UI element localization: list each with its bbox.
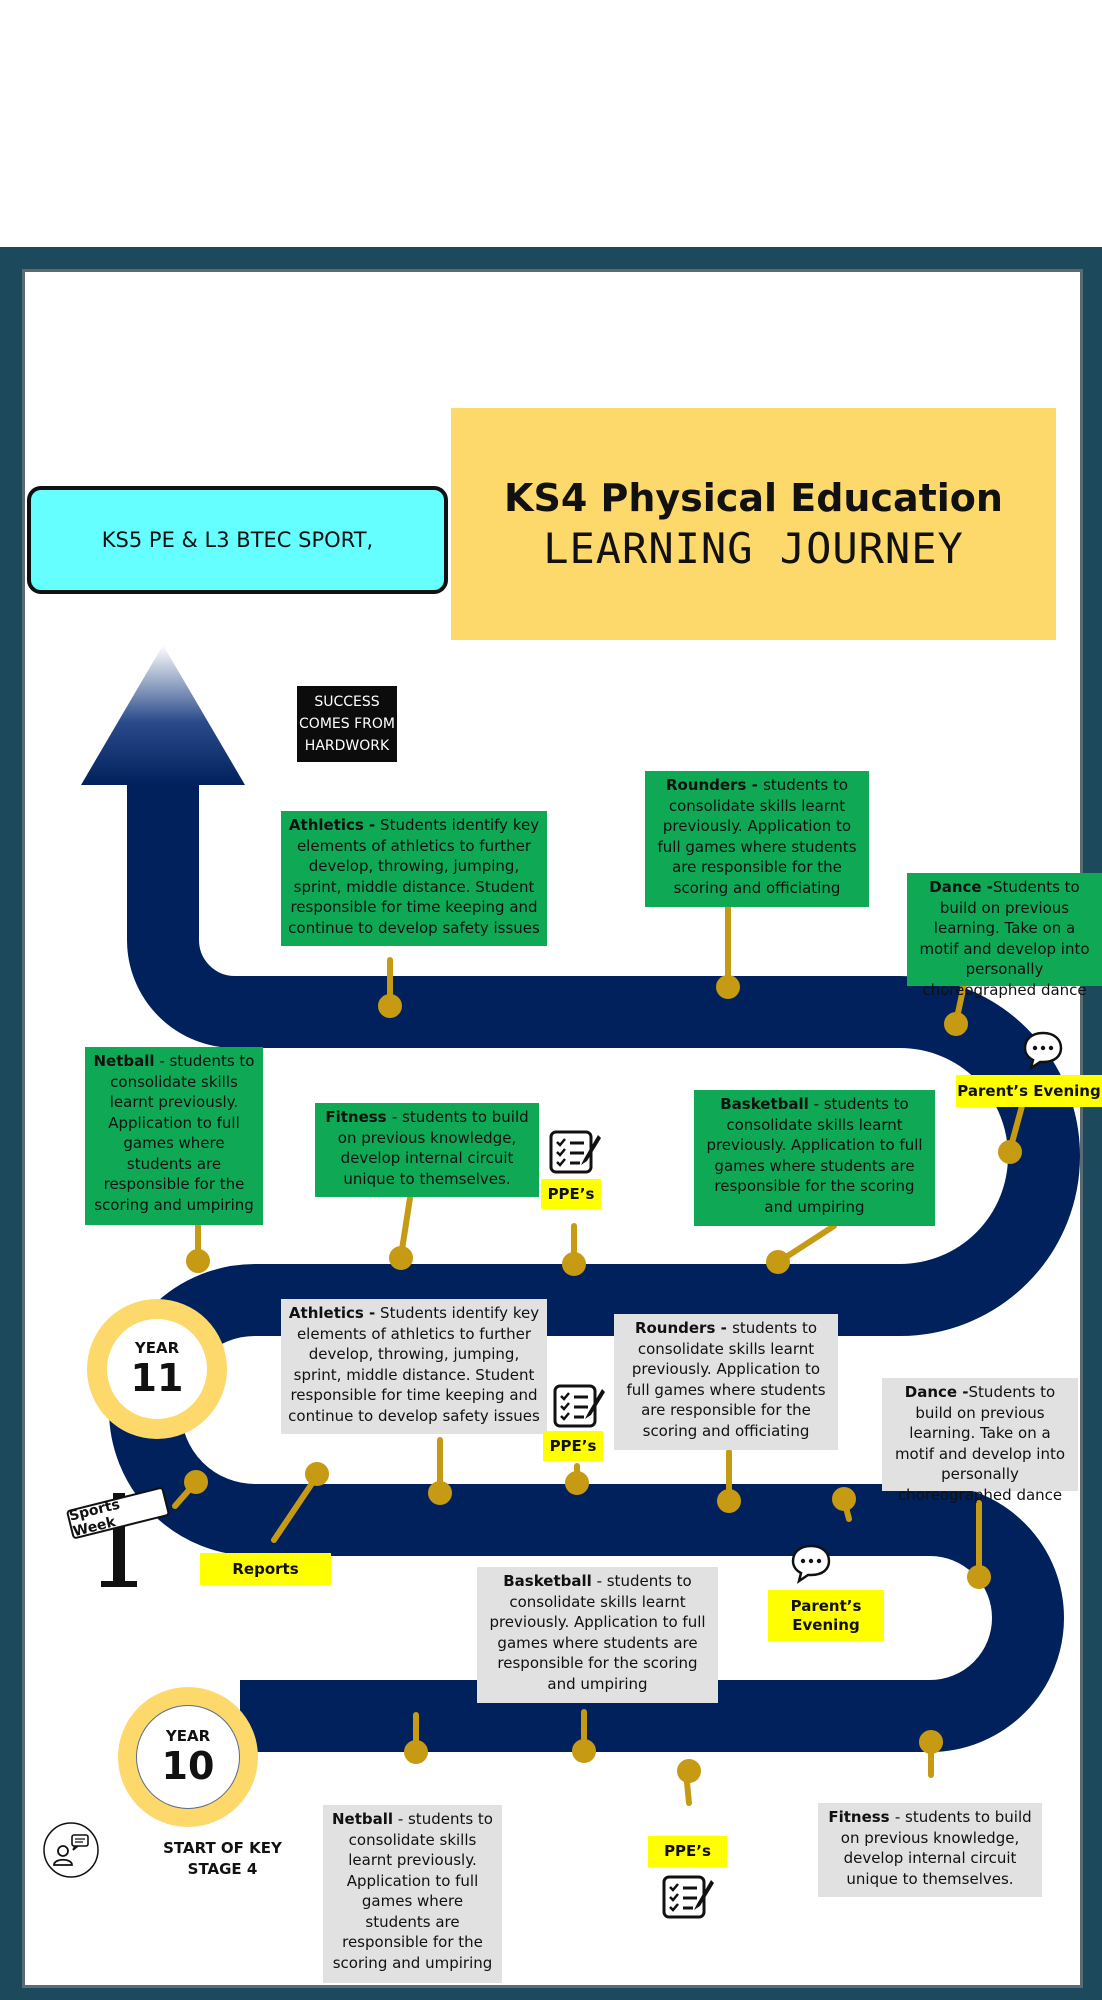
speech-bubble-icon xyxy=(1023,1031,1063,1071)
topic-title: Athletics - xyxy=(288,1304,376,1322)
page-title: KS4 Physical Education xyxy=(504,475,1003,520)
y10-netball-box: Netball - students to consolidate skills… xyxy=(323,1805,502,1983)
year11-core: YEAR 11 xyxy=(107,1319,207,1419)
person-speech-icon xyxy=(43,1822,99,1878)
topic-title: Fitness xyxy=(828,1808,895,1826)
topic-text: - students to build on previous knowledg… xyxy=(337,1108,529,1188)
title-box: KS4 Physical Education LEARNING JOURNEY xyxy=(451,408,1056,640)
topic-text: - students to consolidate skills learnt … xyxy=(332,1810,493,1972)
checklist-icon xyxy=(662,1875,714,1919)
topic-text: students to consolidate skills learnt pr… xyxy=(626,1319,826,1440)
topic-text: - students to build on previous knowledg… xyxy=(840,1808,1032,1888)
y10-dance-box: Dance -Students to build on previous lea… xyxy=(882,1378,1078,1504)
year10-core: YEAR 10 xyxy=(136,1705,240,1809)
start-label: START OF KEY STAGE 4 xyxy=(163,1839,282,1878)
road-pins xyxy=(172,902,1025,1806)
y11-basketball-box: Basketball - students to consolidate ski… xyxy=(694,1090,935,1226)
topic-text: Students identify key elements of athlet… xyxy=(288,1304,540,1425)
y10-athletics-box: Athletics - Students identify key elemen… xyxy=(281,1299,547,1434)
year11-label: YEAR xyxy=(134,1339,180,1357)
checklist-icon xyxy=(549,1130,601,1174)
motto-sign: SUCCESS COMES FROM HARDWORK xyxy=(297,686,397,762)
arrow-head xyxy=(81,645,245,785)
topic-title: Fitness xyxy=(325,1108,392,1126)
y11-netball-box: Netball - students to consolidate skills… xyxy=(85,1047,263,1225)
y11-dance-box: Dance -Students to build on previous lea… xyxy=(907,873,1102,999)
parents-evening-y11-tag: Parent’s Evening xyxy=(956,1075,1102,1107)
topic-title: Rounders - xyxy=(665,776,764,794)
topic-text: Students to build on previous learning. … xyxy=(894,1383,1066,1504)
y11-rounders-box: Rounders - students to consolidate skill… xyxy=(645,771,869,907)
ppes-y11-tag: PPE’s xyxy=(541,1179,601,1209)
y10-fitness-box: Fitness - students to build on previous … xyxy=(818,1803,1042,1897)
y10-basketball-box: Basketball - students to consolidate ski… xyxy=(477,1567,718,1703)
topic-text: - students to consolidate skills learnt … xyxy=(94,1052,255,1214)
y11-fitness-box: Fitness - students to build on previous … xyxy=(315,1103,539,1197)
year11-badge: YEAR 11 xyxy=(87,1299,227,1439)
topic-title: Athletics - xyxy=(288,816,376,834)
year11-number: 11 xyxy=(130,1356,184,1400)
year10-number: 10 xyxy=(161,1744,215,1788)
topic-title: Dance - xyxy=(929,878,994,896)
ppes-y10-tag: PPE’s xyxy=(648,1836,727,1867)
destination-box: KS5 PE & L3 BTEC SPORT, xyxy=(27,486,448,594)
topic-title: Basketball xyxy=(503,1572,592,1590)
topic-title: Netball xyxy=(332,1810,394,1828)
year10-label: YEAR xyxy=(165,1727,211,1745)
topic-text: - students to consolidate skills learnt … xyxy=(489,1572,706,1693)
topic-text: Students to build on previous learning. … xyxy=(919,878,1090,999)
topic-text: students to consolidate skills learnt pr… xyxy=(657,776,857,897)
speech-bubble-icon xyxy=(791,1544,831,1584)
topic-title: Dance - xyxy=(904,1383,969,1401)
topic-text: Students identify key elements of athlet… xyxy=(288,816,540,937)
y11-athletics-box: Athletics - Students identify key elemen… xyxy=(281,811,547,946)
y10-rounders-box: Rounders - students to consolidate skill… xyxy=(614,1314,838,1450)
ppes-mid-tag: PPE’s xyxy=(543,1431,603,1461)
page-subtitle: LEARNING JOURNEY xyxy=(543,523,964,573)
topic-title: Basketball xyxy=(720,1095,809,1113)
topic-title: Rounders - xyxy=(634,1319,733,1337)
topic-text: - students to consolidate skills learnt … xyxy=(706,1095,923,1216)
parents-evening-y10-tag: Parent’s Evening xyxy=(768,1590,884,1641)
topic-title: Netball xyxy=(93,1052,155,1070)
reports-tag: Reports xyxy=(200,1553,331,1585)
checklist-icon xyxy=(553,1384,605,1428)
year10-badge: YEAR 10 xyxy=(118,1687,258,1827)
